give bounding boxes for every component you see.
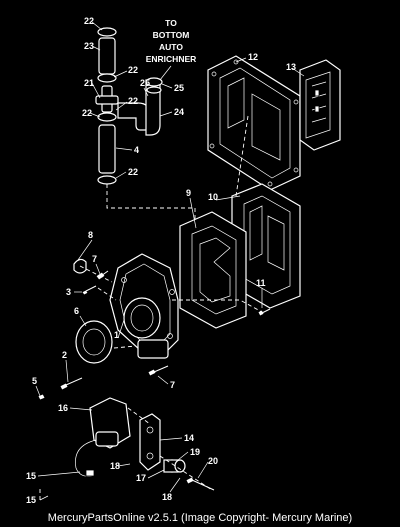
callout-12: 12 [248,52,258,62]
cover-12 [207,55,301,191]
callout-1: 1 [114,330,119,340]
callout-17: 17 [136,473,146,483]
callout-14: 14 [184,433,194,443]
callout-22-e: 22 [128,167,138,177]
gasket-10 [231,183,301,309]
callout-25-a: 25 [140,78,150,88]
callout-18-b: 18 [162,492,172,502]
note-line-2: BOTTOM [153,30,190,40]
bracket-14 [139,413,161,471]
callout-10: 10 [208,192,218,202]
callout-25-b: 25 [174,83,184,93]
callout-24: 24 [174,107,184,117]
spacer-19 [163,459,186,473]
callout-3: 3 [66,287,71,297]
copyright-footer: MercuryPartsOnline v2.5.1 (Image Copyrig… [47,512,353,524]
reed-block-13 [299,59,341,151]
valve-16 [75,397,131,477]
leader-lines [35,21,305,501]
callout-numbers: 22 23 22 21 22 25 22 25 24 4 22 12 13 9 … [26,16,296,505]
callout-15-a: 15 [26,471,36,481]
housing-1 [109,253,179,359]
callout-18-a: 18 [110,461,120,471]
screws [37,270,271,491]
callout-4: 4 [134,145,139,155]
enrichener-note: TO BOTTOM AUTO ENRICHNER [146,18,197,81]
callout-22-a: 22 [84,16,94,26]
callout-16: 16 [58,403,68,413]
gasket-6 [75,320,113,364]
callout-5: 5 [32,376,37,386]
callout-20: 20 [208,456,218,466]
callout-15-b: 15 [26,495,36,505]
callout-11: 11 [256,278,266,288]
hose-assembly [95,27,196,262]
callout-9: 9 [186,188,191,198]
note-line-3: AUTO [159,42,183,52]
callout-21: 21 [84,78,94,88]
callout-19: 19 [190,447,200,457]
callout-13: 13 [286,62,296,72]
exploded-parts-diagram: 22 23 22 21 22 25 22 25 24 4 22 12 13 9 … [26,16,341,505]
callout-7-a: 7 [92,254,97,264]
callout-23: 23 [84,41,94,51]
callout-22-d: 22 [82,108,92,118]
callout-8: 8 [88,230,93,240]
note-line-4: ENRICHNER [146,54,197,64]
note-line-1: TO [165,18,177,28]
callout-7-b: 7 [170,380,175,390]
callout-22-c: 22 [128,96,138,106]
gasket-9 [179,211,247,329]
callout-2: 2 [62,350,67,360]
callout-22-b: 22 [128,65,138,75]
callout-6: 6 [74,306,79,316]
